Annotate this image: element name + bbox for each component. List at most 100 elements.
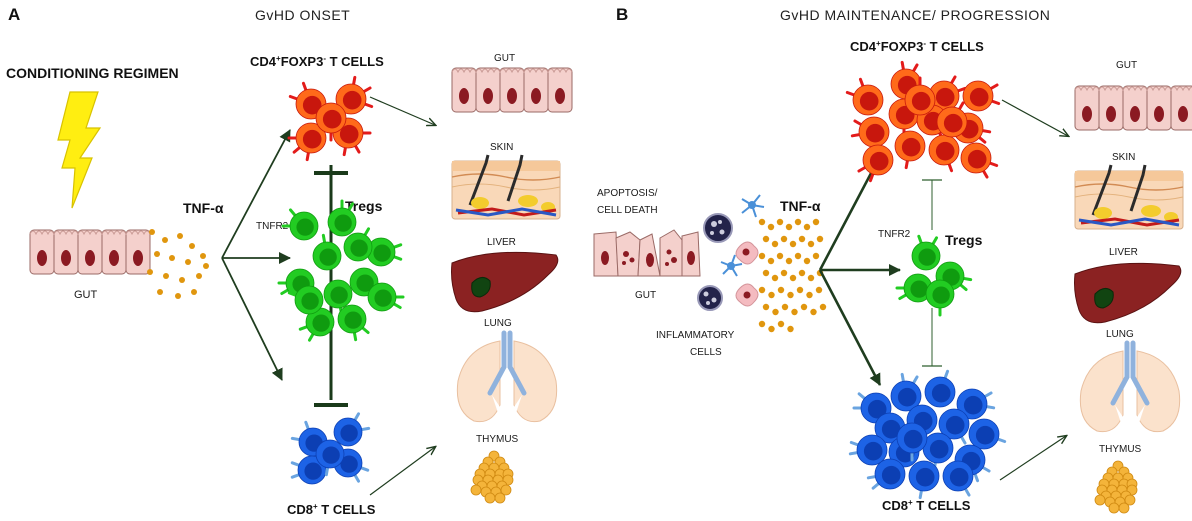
inflammatory-label-line1: INFLAMMATORY <box>656 330 735 341</box>
tnf-alpha-molecule <box>807 240 815 248</box>
tnf-alpha-molecule <box>776 218 784 226</box>
cd8-t-cell <box>848 434 888 466</box>
tnf-alpha-molecule <box>149 229 155 235</box>
tregs-label-b: Tregs <box>945 232 983 248</box>
cd8-t-cell <box>890 372 922 412</box>
cd4-t-cell <box>335 75 374 115</box>
organ-column-b: GUT SKIN LIVER LUNG THYMUS <box>1074 60 1192 514</box>
panel-a: A GvHD ONSET CONDITIONING REGIMEN GUT TN… <box>6 5 573 517</box>
tnf-alpha-molecule <box>787 291 794 299</box>
panel-b: B GvHD MAINTENANCE/ PROGRESSION APOPTOSI… <box>593 5 1192 514</box>
apoptosis-label-line2: CELL DEATH <box>597 205 658 216</box>
cd4-foxp3-t-cells-b <box>845 60 1001 183</box>
arrow-to-cd8-a <box>221 257 283 381</box>
tnf-alpha-molecule <box>772 308 779 316</box>
gut-label-a: GUT <box>74 289 98 301</box>
thymus-lobule <box>1094 494 1106 506</box>
organ-skin-label-b: SKIN <box>1112 152 1135 163</box>
tregs-label-a: Tregs <box>345 198 383 214</box>
apoptosis-label-line1: APOPTOSIS/ <box>597 188 658 199</box>
arrow-to-cd8-b <box>818 269 882 386</box>
treg-cell <box>911 234 941 271</box>
tnf-alpha-molecule <box>800 303 808 311</box>
treg-cell <box>312 233 342 271</box>
tnf-alpha-molecule <box>777 320 785 328</box>
conditioning-regimen-label: CONDITIONING REGIMEN <box>6 65 179 81</box>
tnf-alpha-molecule <box>762 269 770 277</box>
tnf-alpha-molecule <box>777 286 785 294</box>
treg-cell <box>281 208 319 241</box>
treg-cell <box>327 199 357 237</box>
tnf-alpha-molecules-b <box>758 218 827 333</box>
tnf-alpha-molecule <box>163 273 169 279</box>
tnf-alpha-molecule <box>177 233 183 239</box>
cd8-t-cell <box>866 458 906 490</box>
tnf-alpha-molecule <box>767 223 775 231</box>
tnf-alpha-molecule <box>776 252 784 260</box>
tnf-alpha-molecule <box>157 289 163 295</box>
panel-a-title: GvHD ONSET <box>255 7 350 23</box>
organ-lung-icon-b <box>1079 340 1181 433</box>
organ-thymus-label-a: THYMUS <box>476 434 519 445</box>
organ-liver-label-a: LIVER <box>487 237 516 248</box>
tnf-alpha-molecule <box>758 218 766 226</box>
tnfr2-label-a: TNFR2 <box>256 221 289 232</box>
cd8-t-cell <box>315 439 345 477</box>
tnf-alpha-molecule <box>191 289 197 295</box>
tnfr2-label-b: TNFR2 <box>878 229 911 240</box>
organ-liver-label-b: LIVER <box>1109 247 1138 258</box>
treg-cell <box>343 227 373 262</box>
cd4-t-cell <box>287 122 327 162</box>
organ-skin-label-a: SKIN <box>490 142 513 153</box>
panel-b-letter: B <box>616 5 628 24</box>
tnf-alpha-molecule <box>200 253 206 259</box>
organ-thymus-label-b: THYMUS <box>1099 444 1142 455</box>
cd8-t-cell <box>968 418 1007 450</box>
treg-cell <box>287 285 324 315</box>
thymus-lobule <box>1124 494 1136 506</box>
arrow-to-cd4-a <box>221 129 291 259</box>
tnf-alpha-molecule <box>816 235 824 243</box>
thymus-lobule <box>470 484 482 496</box>
organ-lung-icon-a <box>456 330 558 423</box>
cd4-t-cell <box>850 116 890 148</box>
treg-cell <box>925 279 955 317</box>
tnf-alpha-molecule <box>819 303 827 311</box>
tnf-alpha-molecule <box>796 286 804 294</box>
arrow-cd4-to-organs-b <box>1001 99 1068 136</box>
damaged-gut-epithelium-icon <box>593 229 701 277</box>
cd8-t-cell <box>333 412 371 447</box>
tnf-alpha-molecule <box>179 277 185 283</box>
treg-cell <box>895 273 933 303</box>
tnf-alpha-molecule <box>780 269 788 277</box>
arrow-cd4-to-organs-a <box>369 96 435 125</box>
cd4-foxp3-t-cells-a <box>287 75 374 162</box>
tnf-alpha-molecule <box>196 273 202 279</box>
treg-cell <box>298 307 335 342</box>
organ-column-a: GUT SKIN LIVER LUNG THYMUS <box>451 53 573 504</box>
tnf-alpha-molecule <box>781 303 789 311</box>
cd4-t-cell <box>960 142 999 179</box>
organ-gut-label-b: GUT <box>1116 60 1137 71</box>
tnf-alpha-molecule <box>785 257 793 265</box>
tnf-alpha-molecules-a <box>147 229 209 299</box>
gut-epithelium-icon <box>29 229 151 275</box>
tnf-alpha-molecule <box>794 252 802 260</box>
thymus-lobule <box>500 484 512 496</box>
tnf-alpha-label-b: TNF-α <box>780 198 821 214</box>
tnf-alpha-molecule <box>807 274 815 282</box>
treg-cell <box>366 237 403 267</box>
tnf-alpha-molecule <box>812 252 820 260</box>
tnf-alpha-molecule <box>768 325 775 333</box>
tnf-alpha-molecule <box>815 286 823 294</box>
treg-cluster-a <box>277 199 405 342</box>
cd4-t-cell <box>962 80 1001 112</box>
tnf-alpha-molecule <box>169 255 175 261</box>
treg-cluster-b <box>895 234 973 317</box>
cd8-t-cell <box>938 408 970 445</box>
tnf-alpha-molecule <box>798 269 806 277</box>
cd4-t-cell <box>845 77 884 116</box>
tnf-alpha-molecule <box>203 263 209 269</box>
thymus-lobule <box>1118 502 1130 514</box>
